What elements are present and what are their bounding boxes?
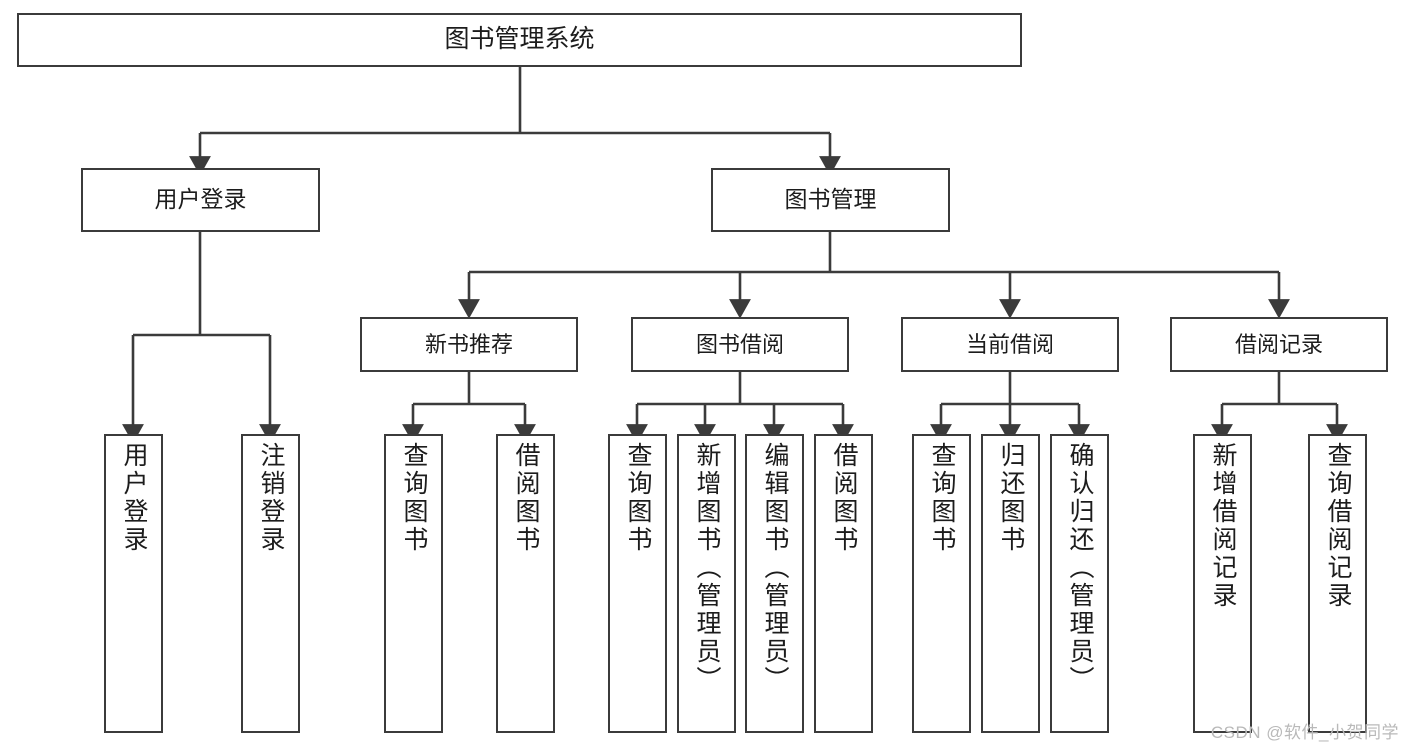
leaf-return-book-label: 归还图书 bbox=[997, 442, 1025, 554]
leaf-return-book[interactable]: 归还图书 bbox=[981, 434, 1040, 733]
leaf-confirm-return-admin[interactable]: 确认归还（管理员） bbox=[1050, 434, 1109, 733]
node-current-borrow-label: 当前借阅 bbox=[965, 331, 1054, 357]
leaf-query-book-3-label: 查询图书 bbox=[928, 442, 956, 554]
leaf-borrow-book-2-label: 借阅图书 bbox=[830, 442, 858, 554]
node-borrow-record[interactable]: 借阅记录 bbox=[1170, 317, 1388, 372]
leaf-edit-book-admin-label: 编辑图书（管理员） bbox=[761, 442, 789, 694]
leaf-query-book-2-label: 查询图书 bbox=[624, 442, 652, 554]
leaf-user-login[interactable]: 用户登录 bbox=[104, 434, 163, 733]
leaf-add-book-admin[interactable]: 新增图书（管理员） bbox=[677, 434, 736, 733]
leaf-edit-book-admin[interactable]: 编辑图书（管理员） bbox=[745, 434, 804, 733]
leaf-borrow-book-1-label: 借阅图书 bbox=[512, 442, 540, 554]
node-user-login-label: 用户登录 bbox=[154, 186, 247, 213]
leaf-add-book-admin-label: 新增图书（管理员） bbox=[693, 442, 721, 694]
leaf-user-login-label: 用户登录 bbox=[120, 442, 148, 554]
leaf-logout-login[interactable]: 注销登录 bbox=[241, 434, 300, 733]
csdn-watermark: CSDN @软件_小贺同学 bbox=[1210, 723, 1399, 742]
leaf-borrow-book-2[interactable]: 借阅图书 bbox=[814, 434, 873, 733]
leaf-query-borrow-record-label: 查询借阅记录 bbox=[1324, 442, 1352, 610]
node-root-title[interactable]: 图书管理系统 bbox=[17, 13, 1022, 67]
leaf-query-book-3[interactable]: 查询图书 bbox=[912, 434, 971, 733]
leaf-borrow-book-1[interactable]: 借阅图书 bbox=[496, 434, 555, 733]
leaf-query-book-2[interactable]: 查询图书 bbox=[608, 434, 667, 733]
leaf-query-borrow-record[interactable]: 查询借阅记录 bbox=[1308, 434, 1367, 733]
leaf-query-book-1-label: 查询图书 bbox=[400, 442, 428, 554]
leaf-confirm-return-admin-label: 确认归还（管理员） bbox=[1066, 442, 1094, 694]
leaf-add-borrow-record[interactable]: 新增借阅记录 bbox=[1193, 434, 1252, 733]
node-book-borrow[interactable]: 图书借阅 bbox=[631, 317, 849, 372]
node-book-management-label: 图书管理 bbox=[784, 186, 877, 213]
node-book-borrow-label: 图书借阅 bbox=[695, 331, 784, 357]
node-new-book-recommend[interactable]: 新书推荐 bbox=[360, 317, 578, 372]
leaf-query-book-1[interactable]: 查询图书 bbox=[384, 434, 443, 733]
node-new-book-recommend-label: 新书推荐 bbox=[424, 331, 513, 357]
leaf-logout-login-label: 注销登录 bbox=[257, 442, 285, 554]
node-user-login[interactable]: 用户登录 bbox=[81, 168, 320, 232]
node-borrow-record-label: 借阅记录 bbox=[1234, 331, 1323, 357]
node-current-borrow[interactable]: 当前借阅 bbox=[901, 317, 1119, 372]
node-book-management[interactable]: 图书管理 bbox=[711, 168, 950, 232]
node-root-label: 图书管理系统 bbox=[444, 25, 595, 54]
leaf-add-borrow-record-label: 新增借阅记录 bbox=[1209, 442, 1237, 610]
